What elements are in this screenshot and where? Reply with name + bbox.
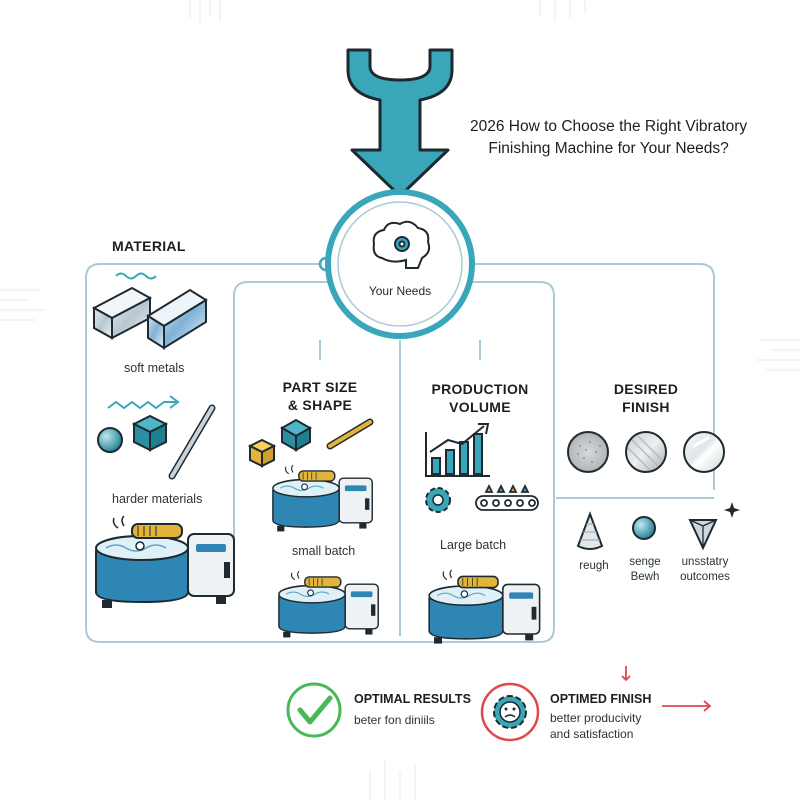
optimed-finish-sub: better producivity and satisfaction [550, 711, 642, 741]
small-parts-icon [247, 418, 374, 468]
gear-icon [425, 487, 451, 513]
harder-materials-label: harder materials [112, 492, 203, 506]
right-arrow-icon [662, 700, 712, 712]
sphere-icon [97, 427, 123, 453]
hub-circle [325, 189, 475, 339]
conveyor-icon [475, 483, 539, 511]
down-arrow-icon [621, 666, 631, 682]
finish-rough-label: reugh [579, 560, 609, 572]
vibratory-machine-small-2 [278, 570, 379, 639]
connector-lines [85, 263, 715, 643]
diamond-icon [688, 502, 740, 551]
hub-label: Your Needs [368, 284, 432, 298]
optimed-finish-title: OPTIMED FINISH [550, 692, 652, 706]
squiggle-arrow-icon [107, 395, 180, 410]
small-batch-label: small batch [292, 544, 356, 558]
finish-smooth-label: senge Bewh [629, 556, 661, 583]
part-size-heading: PART SIZE & SHAPE [282, 379, 358, 413]
cone-icon [576, 511, 604, 550]
optimal-results-sub: beter fon diniils [354, 713, 435, 727]
polished-sphere-icon [632, 516, 656, 540]
vibratory-machine-small-1 [272, 464, 373, 533]
desired-finish-heading: DESIRED FINISH [613, 381, 679, 415]
finish-outcomes-label: unsstatry outcomes [680, 556, 730, 583]
large-batch-label: Large batch [440, 538, 507, 552]
bar-chart-icon [425, 423, 490, 477]
check-circle-icon [286, 682, 342, 738]
vibratory-machine-medium [428, 569, 541, 645]
soft-metals-label: soft metals [124, 361, 185, 375]
page-title: 2026 How to Choose the Right Vibratory F… [470, 118, 748, 157]
material-heading: MATERIAL [112, 238, 186, 254]
sad-gear-icon [480, 682, 540, 742]
wrench-arrow-icon [346, 48, 454, 198]
finish-swatches [567, 431, 725, 473]
vibratory-machine-large [95, 515, 235, 609]
brain-gear-icon [372, 220, 431, 269]
cube-icon [131, 414, 169, 452]
soft-metal-blocks-icon [91, 286, 208, 350]
production-volume-heading: PRODUCTION VOLUME [431, 381, 529, 415]
optimal-results-title: OPTIMAL RESULTS [354, 692, 471, 706]
